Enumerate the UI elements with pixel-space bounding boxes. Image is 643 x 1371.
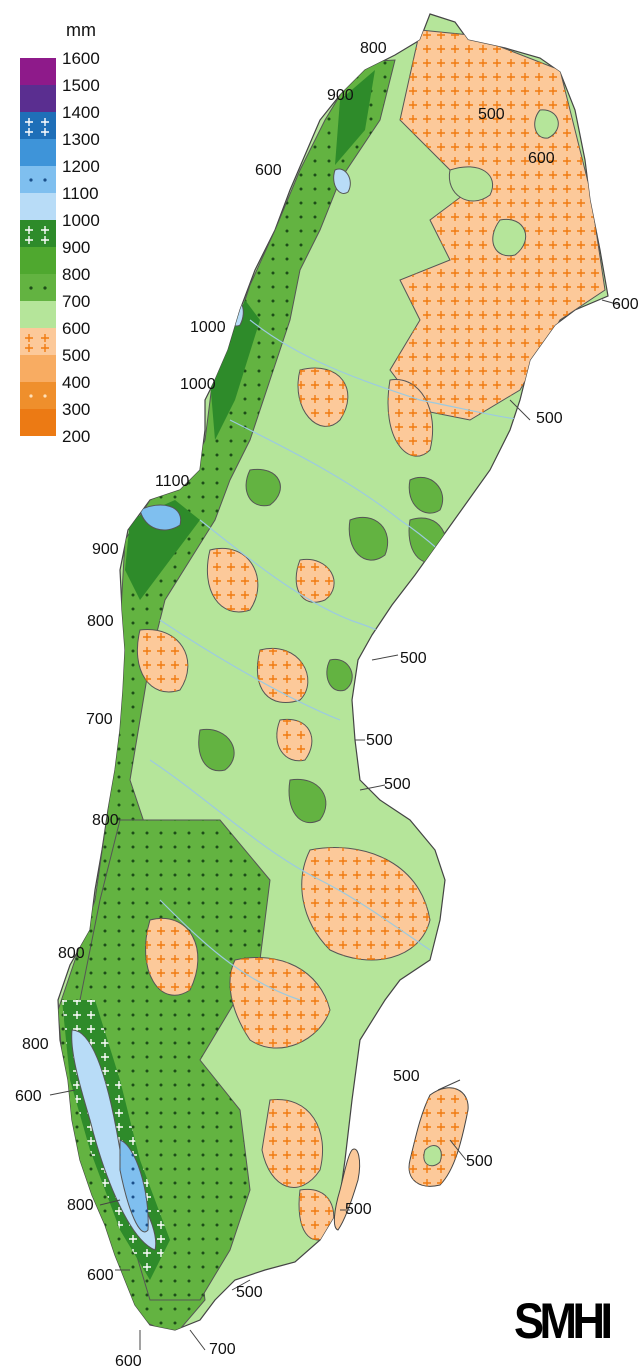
contour-label: 1100 xyxy=(155,473,190,490)
contour-label: 600 xyxy=(612,296,639,313)
legend-tick-label: 400 xyxy=(62,373,91,392)
contour-label: 600 xyxy=(115,1353,142,1370)
legend-swatch-300-400 xyxy=(20,382,56,409)
legend-swatch-400-500 xyxy=(20,355,56,382)
contour-label: 1000 xyxy=(190,319,226,336)
contour-label: 500 xyxy=(366,732,393,749)
legend-swatch-500-600 xyxy=(20,328,56,355)
contour-label: 800 xyxy=(22,1036,49,1053)
legend-swatch-1300-1400 xyxy=(20,112,56,139)
contour-label: 500 xyxy=(466,1153,493,1170)
smhi-logo: SMHI xyxy=(514,1293,613,1349)
contour-label: 500 xyxy=(393,1068,420,1085)
contour-label: 800 xyxy=(360,40,387,57)
legend-unit: mm xyxy=(66,20,96,40)
contour-label: 500 xyxy=(536,410,563,427)
legend-tick-label: 200 xyxy=(62,427,91,446)
contour-label: 800 xyxy=(67,1197,94,1214)
contour-label: 800 xyxy=(87,613,114,630)
contour-label: 600 xyxy=(255,162,282,179)
legend-tick-label: 600 xyxy=(62,319,91,338)
legend-tick-label: 1000 xyxy=(62,211,100,230)
legend-swatch-700-800 xyxy=(20,274,56,301)
legend-tick-label: 1200 xyxy=(62,157,100,176)
legend-swatch-1400-1500 xyxy=(20,85,56,112)
legend-swatch-1000-1100 xyxy=(20,193,56,220)
legend-swatch-200-300 xyxy=(20,409,56,436)
contour-label: 900 xyxy=(327,87,354,104)
contour-label: 800 xyxy=(92,812,119,829)
contour-label: 500 xyxy=(236,1284,263,1301)
contour-label: 600 xyxy=(15,1088,42,1105)
legend-tick-label: 1100 xyxy=(62,184,99,203)
legend-swatch-600-700 xyxy=(20,301,56,328)
contour-label: 600 xyxy=(87,1267,114,1284)
legend-tick-label: 1400 xyxy=(62,103,100,122)
legend-tick-label: 900 xyxy=(62,238,91,257)
contour-label: 700 xyxy=(209,1341,236,1358)
legend-tick-label: 700 xyxy=(62,292,91,311)
contour-label: 500 xyxy=(478,106,505,123)
legend-swatch-800-900 xyxy=(20,247,56,274)
legend-tick-label: 300 xyxy=(62,400,91,419)
legend-swatch-1100-1200 xyxy=(20,166,56,193)
legend-swatch-900-1000 xyxy=(20,220,56,247)
legend-swatch-1200-1300 xyxy=(20,139,56,166)
legend-swatch-1500-1600 xyxy=(20,58,56,85)
legend-tick-label: 1500 xyxy=(62,76,100,95)
contour-label: 500 xyxy=(345,1201,372,1218)
contour-label: 1000 xyxy=(180,376,216,393)
contour-label: 500 xyxy=(384,776,411,793)
legend-tick-label: 800 xyxy=(62,265,91,284)
contour-label: 500 xyxy=(400,650,427,667)
legend-tick-label: 500 xyxy=(62,346,91,365)
contour-label: 700 xyxy=(86,711,113,728)
contour-label: 600 xyxy=(528,150,555,167)
contour-label: 900 xyxy=(92,541,119,558)
legend-tick-label: 1300 xyxy=(62,130,100,149)
legend-tick-label: 1600 xyxy=(62,49,100,68)
contour-label: 800 xyxy=(58,945,85,962)
